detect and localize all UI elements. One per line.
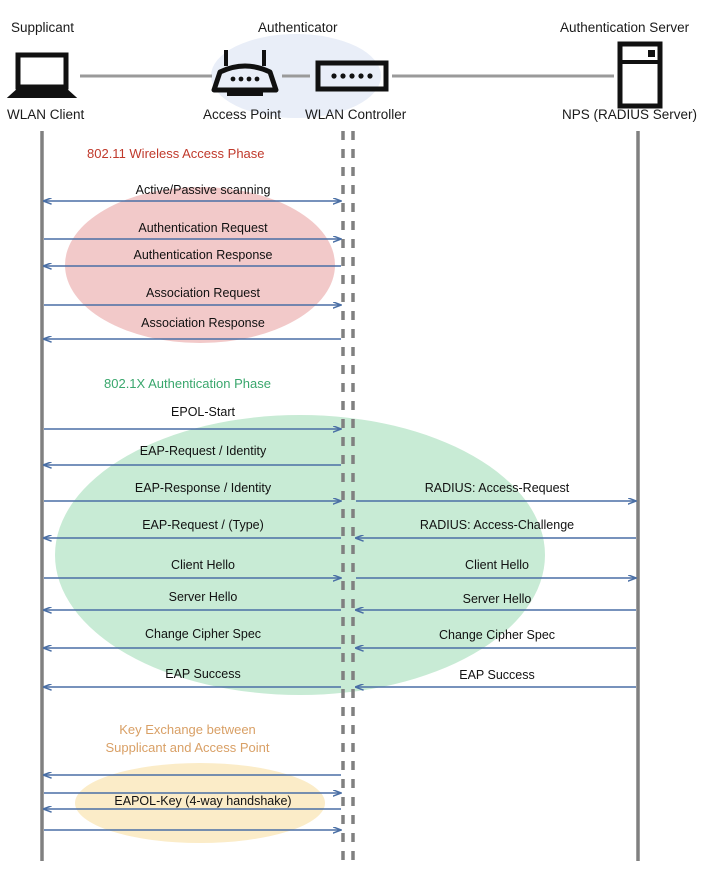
message-label: Association Request <box>146 286 260 300</box>
phase-key-exchange-region <box>75 763 325 843</box>
server-rack-icon <box>617 41 663 109</box>
phase-title-key-exchange-line2: Supplicant and Access Point <box>105 740 270 755</box>
message-label: EAP-Request / Identity <box>139 444 267 458</box>
phase-80211-region <box>65 187 335 343</box>
message-label: RADIUS: Access-Challenge <box>419 518 575 532</box>
phase-title-key-exchange-line1: Key Exchange between <box>119 722 256 737</box>
message-label: EPOL-Start <box>171 405 235 419</box>
phase-title-80211: 802.11 Wireless Access Phase <box>87 146 265 161</box>
phase-title-8021x: 802.1X Authentication Phase <box>104 376 271 391</box>
message-label: Client Hello <box>171 558 235 572</box>
wireless-access-point-icon <box>211 50 279 96</box>
message-label: Authentication Response <box>133 248 273 262</box>
message-label: Authentication Request <box>138 221 268 235</box>
message-label: RADIUS: Access-Request <box>424 481 570 495</box>
message-label: EAP-Response / Identity <box>134 481 272 495</box>
message-label: EAP-Request / (Type) <box>142 518 264 532</box>
laptop-icon <box>6 52 78 98</box>
message-label: Active/Passive scanning <box>135 183 271 197</box>
message-label: EAP Success <box>459 668 535 682</box>
role-label-supplicant: Supplicant <box>11 20 75 35</box>
message-label: EAPOL-Key (4-way handshake) <box>114 794 292 808</box>
message-label: Server Hello <box>462 592 532 606</box>
network-switch-icon <box>315 60 389 92</box>
device-label-wlan-controller: WLAN Controller <box>305 107 407 122</box>
device-label-wlan-client: WLAN Client <box>7 107 85 122</box>
device-label-access-point: Access Point <box>203 107 282 122</box>
phase-8021x-region <box>55 415 545 695</box>
message-label: Server Hello <box>168 590 238 604</box>
role-label-authentication-server: Authentication Server <box>560 20 690 35</box>
role-label-authenticator: Authenticator <box>258 20 338 35</box>
message-label: Client Hello <box>465 558 529 572</box>
message-label: EAP Success <box>165 667 241 681</box>
message-label: Change Cipher Spec <box>438 628 556 642</box>
message-label: Change Cipher Spec <box>144 627 262 641</box>
message-label: Association Response <box>141 316 265 330</box>
phase-title-key-exchange: Key Exchange between Supplicant and Acce… <box>100 721 275 757</box>
device-label-nps-radius-server: NPS (RADIUS Server) <box>562 107 698 122</box>
